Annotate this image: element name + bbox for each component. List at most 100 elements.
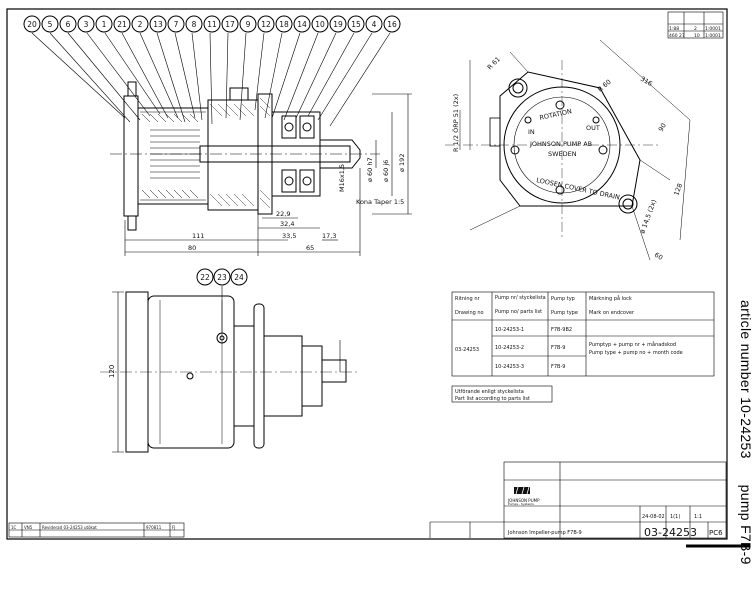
rev-cell: 10 [694,33,700,39]
part-balloon-number: 22 [200,273,210,282]
part-balloon-number: 14 [297,20,307,29]
title-block [8,461,727,539]
dim-14-5: ø 14,5 (2x) [638,198,658,234]
company-sub: Pumps - Systems [508,502,534,506]
part-balloon [113,15,131,33]
section-view [110,81,380,231]
mark-text-en: Pump type + pump no + month code [589,350,683,356]
part-balloon-number: 4 [372,20,377,29]
dim-r61: R 61 [486,55,502,71]
part-balloon-number: 12 [261,20,271,29]
part-balloon [213,268,231,286]
part-balloon [196,268,214,286]
part-balloon [95,15,113,33]
part-balloon [41,15,59,33]
revision-box-texts: 1:88 2 1:0001 460 27 10 1:0001 [669,26,721,39]
rev-strip-4: 970811 [146,525,162,530]
part-balloon-number: 20 [27,20,37,29]
dim-192: ø 192 [398,154,406,172]
dim-r60: R 60 [596,78,613,94]
row-type: F7B-9 [551,364,565,370]
part-balloon [293,15,311,33]
part-balloon-number: 10 [315,20,325,29]
drawing-format: PC6 [709,529,723,537]
dim-32-4: 32,4 [280,220,294,228]
part-balloon-number: 13 [153,20,163,29]
country-label: SWEDEN [548,150,577,158]
section-dimensions [124,93,412,256]
th-mark-en: Mark on endcover [589,310,635,316]
part-balloon-number: 6 [66,20,71,29]
brand-label: JOHNSON PUMP AB [529,140,592,148]
part-balloon-number: 1 [102,20,107,29]
part-balloon [59,15,77,33]
rev-cell: 460 27 [669,33,685,39]
th-type: Pump typ [551,296,575,302]
article-number-label: article number 10-24253 [738,300,754,459]
rev-cell: 1:88 [669,26,679,32]
side-label: article number 10-24253 pump F7B-9 [738,300,754,565]
rev-strip-3: Reviderad 03-24253 utökat [42,525,97,530]
part-balloon-number: 8 [192,20,197,29]
part-balloon-number: 9 [246,20,251,29]
note-sv: Utförande enligt styckelista [455,389,524,395]
out-label: OUT [586,124,600,132]
dim-33-5: 33,5 [282,232,296,240]
part-balloon-number: 19 [333,20,343,29]
company-name: JOHNSON PUMP [507,498,540,503]
dim-60h7: ø 60 h7 [366,157,374,182]
drawing-number: 03-24253 [644,526,697,539]
part-balloon [185,15,203,33]
dim-128: 128 [672,182,684,196]
in-label: IN [528,128,535,136]
part-balloon-number: 16 [387,20,397,29]
variant-table [451,291,715,403]
part-balloon [383,15,401,33]
part-balloon-number: 17 [225,20,235,29]
part-balloon [230,268,248,286]
part-balloon-number: 15 [351,20,361,29]
dim-65: 65 [306,244,314,252]
end-view [445,39,691,261]
rev-cell: 1:0001 [705,33,721,39]
part-balloon [23,15,41,33]
part-balloon [311,15,329,33]
part-balloon-number: 3 [84,20,89,29]
part-balloon-number: 7 [174,20,179,29]
part-balloon [77,15,95,33]
row-pump-no: 10-24253-2 [495,345,524,351]
pump-model-label: pump F7B-9 [738,484,754,565]
side-view [100,291,360,453]
th-pump: Pump nr/ styckelista [495,295,546,301]
th-pump-en: Pump no/ parts list [495,309,542,315]
section-dimension-texts: 111 80 65 33,5 32,4 22,9 17,3 ø 60 h7 ø … [188,154,406,252]
part-balloon-number: 2 [138,20,143,29]
dim-90: 90 [657,122,668,133]
dim-17-3: 17,3 [322,232,336,240]
part-balloon [221,15,239,33]
dim-111: 111 [192,232,204,240]
drawing-title: Johnson Impeller-pump F7B-9 [507,530,582,536]
drawing-scale: 1:1 [694,514,702,520]
part-balloon [257,15,275,33]
dim-22-9: 22,9 [276,210,290,218]
revision-box [667,11,724,39]
row-type: F7B-9B2 [551,327,572,333]
dim-60b: 60 [653,251,664,262]
part-balloon [131,15,149,33]
th-mark: Märkning på lock [589,295,632,302]
part-balloon-number: 18 [279,20,289,29]
title-block-texts: JOHNSON PUMP Pumps - Systems Johnson Imp… [11,486,723,539]
rev-cell: 2 [694,26,697,32]
th-drawing: Ritning nr [455,296,480,302]
part-balloon-number: 11 [207,20,217,29]
part-balloon-number: 5 [48,20,53,29]
rev-strip-2: VN5 [24,525,33,530]
part-balloon [347,15,365,33]
row-pump-no: 10-24253-3 [495,364,524,370]
variant-table-texts: Ritning nr Drawing no Pump nr/ styckelis… [455,295,683,402]
rotation-label: ROTATION [539,107,573,122]
